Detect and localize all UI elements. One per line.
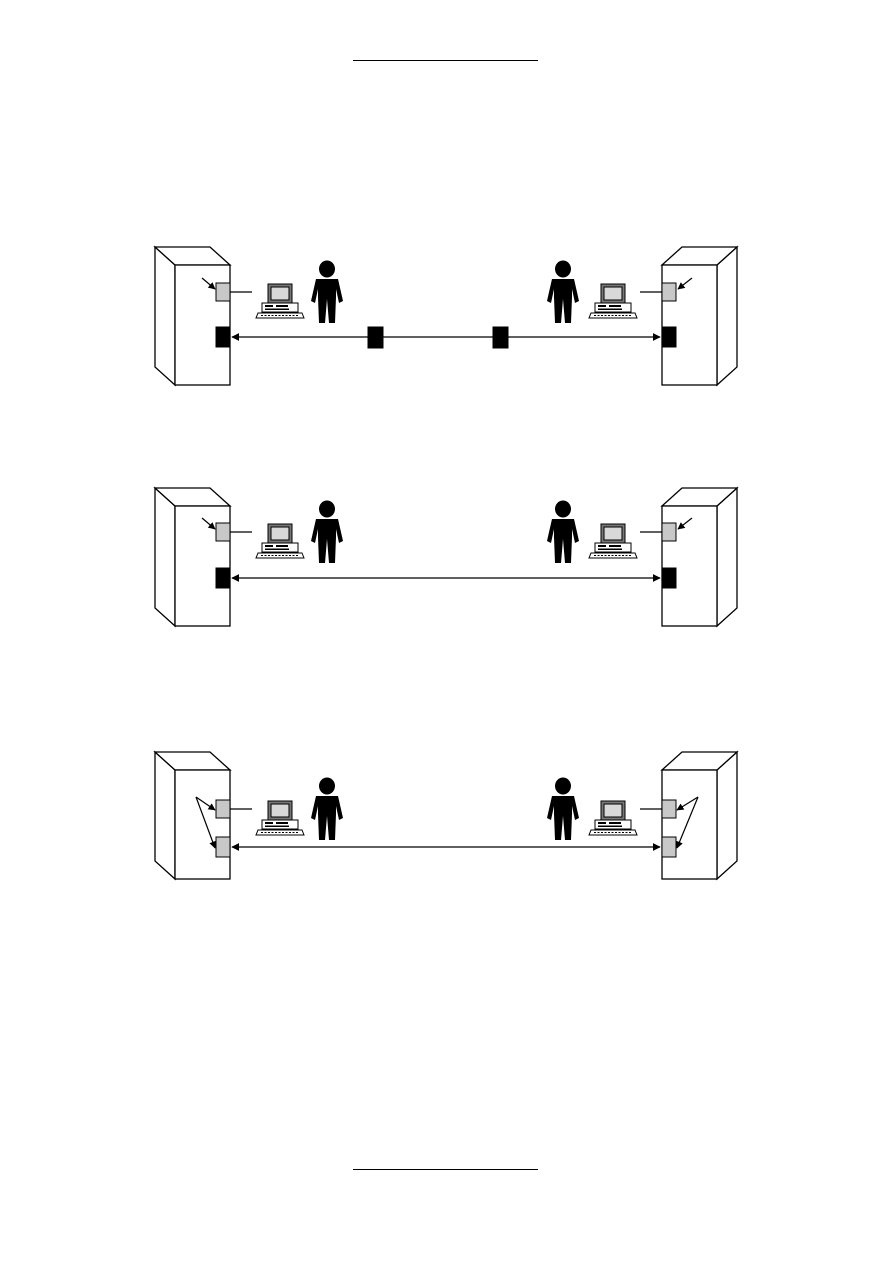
right-upper-port [661, 282, 677, 302]
right-computer-icon [588, 800, 638, 836]
cabinet-side-face [154, 750, 176, 881]
left-person-icon [311, 777, 343, 840]
panel-2 [153, 486, 739, 628]
inline-node-right [492, 326, 509, 349]
right-upper-port [661, 799, 677, 819]
right-callout-arrow [677, 277, 693, 290]
right-callout-arrow-lower [676, 796, 699, 849]
left-callout-arrow-upper [195, 796, 216, 811]
left-upper-port [215, 282, 231, 302]
right-computer-icon [588, 523, 638, 559]
left-upper-port [215, 522, 231, 542]
right-lower-port [661, 326, 677, 348]
cabinet-front-face [661, 264, 718, 386]
cabinet-side-face [716, 486, 738, 628]
right-upper-port [661, 522, 677, 542]
left-cabinet-icon [153, 245, 232, 387]
cabinet-front-face [174, 769, 231, 880]
right-cabinet-icon [660, 750, 739, 881]
right-callout-arrow-upper [676, 796, 699, 811]
left-lower-port [215, 567, 231, 589]
left-callout-arrow [201, 277, 216, 290]
left-lower-port [215, 326, 231, 348]
cabinet-front-face [661, 769, 718, 880]
cabinet-side-face [716, 750, 738, 881]
right-cabinet-icon [660, 245, 739, 387]
left-cabinet-icon [153, 486, 232, 628]
left-person-icon [311, 260, 343, 323]
right-lower-port [661, 567, 677, 589]
right-person-icon [547, 500, 579, 563]
left-computer-icon [255, 523, 305, 559]
right-person-icon [547, 777, 579, 840]
bottom-rule [353, 1169, 538, 1170]
left-callout-arrow-lower [195, 796, 217, 849]
right-lower-port [661, 836, 677, 858]
right-cabinet-icon [660, 486, 739, 628]
left-person-icon [311, 500, 343, 563]
left-computer-icon [255, 800, 305, 836]
top-rule [353, 60, 538, 61]
left-lower-port [215, 836, 231, 858]
cabinet-side-face [716, 245, 738, 387]
right-person-icon [547, 260, 579, 323]
panel-3 [153, 750, 739, 881]
right-callout-arrow [677, 517, 693, 530]
left-callout-arrow [201, 517, 216, 530]
right-computer-icon [588, 283, 638, 319]
cabinet-side-face [154, 245, 176, 387]
left-cabinet-icon [153, 750, 232, 881]
cabinet-side-face [154, 486, 176, 628]
left-upper-port [215, 799, 231, 819]
panel-1 [153, 245, 739, 387]
inline-node-left [367, 326, 384, 349]
left-computer-icon [255, 283, 305, 319]
